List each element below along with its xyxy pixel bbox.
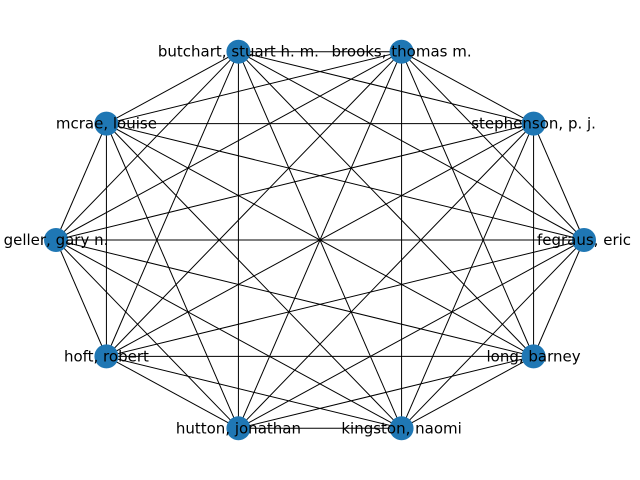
edge-n0-n3 [238,51,585,241]
node-label-n4: mcrae, louise [56,115,157,133]
edge-n0-n1 [533,123,585,241]
node-n9 [521,344,546,369]
edge-n1-n2 [401,51,534,125]
edge-n4-n5 [55,123,107,241]
edge-n5-n9 [55,239,534,357]
edge-n3-n4 [106,51,239,125]
node-n8 [389,416,414,441]
node-n7 [226,416,251,441]
edge-n6-n8 [106,355,402,429]
node-label-n1: stephenson, p. j. [471,115,596,133]
edge-n4-n8 [106,123,402,429]
node-n4 [94,111,119,136]
edge-n7-n9 [238,355,534,429]
edge-n5-n7 [55,239,239,429]
node-label-n0: fegraus, eric [537,231,631,249]
edge-n1-n8 [401,123,535,429]
node-n1 [521,111,546,136]
edge-n4-n7 [105,123,239,429]
node-label-n7: hutton, jonathan [176,419,301,437]
edge-n3-n9 [238,51,534,357]
node-label-n2: brooks, thomas m. [332,43,472,61]
label-layer: fegraus, eric stephenson, p. j. brooks, th… [4,43,631,438]
node-layer [44,39,596,441]
node-n2 [389,39,414,64]
edge-n3-n6 [105,51,239,357]
edge-n5-n6 [55,239,107,357]
edge-layer [55,51,585,429]
edge-n2-n9 [401,51,535,357]
node-label-n9: long, barney [487,347,581,365]
edge-n2-n5 [55,51,402,241]
edge-n5-n8 [55,239,402,429]
node-n3 [226,39,251,64]
node-label-n8: kingston, naomi [341,419,461,437]
node-label-n5: geller, gary n. [4,231,109,249]
node-n6 [94,344,119,369]
edge-n0-n7 [238,239,585,429]
edge-n8-n9 [401,355,534,429]
node-label-n6: hoft, robert [64,347,149,365]
edge-n6-n7 [106,355,239,429]
edge-n4-n9 [106,123,534,357]
edge-n0-n9 [533,239,585,357]
node-n5 [44,228,68,252]
node-label-n3: butchart, stuart h. m. [158,43,319,61]
node-n0 [572,228,596,252]
